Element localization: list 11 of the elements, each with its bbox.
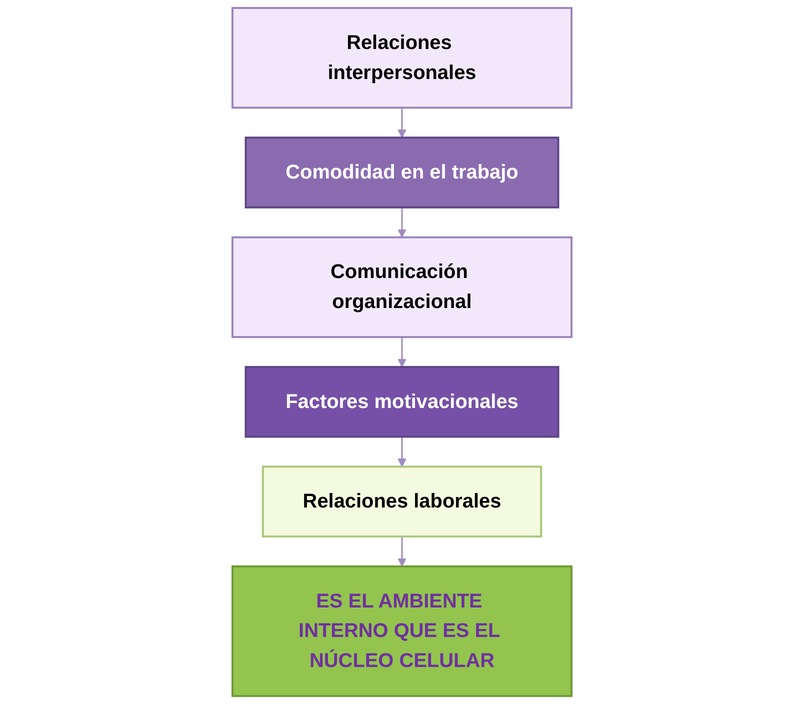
arrow (398, 207, 406, 238)
node-box: Relaciones laborales (262, 466, 542, 538)
node-box: Comodidad en el trabajo (244, 136, 560, 208)
node-box: Comunicación organizacional (231, 236, 573, 338)
arrow (398, 436, 406, 468)
arrow (398, 536, 406, 567)
arrow (398, 108, 406, 138)
node-box: ES EL AMBIENTE INTERNO QUE ES EL NÚCLEO CELULAR (231, 565, 573, 698)
arrow (398, 337, 406, 368)
node-box: Factores motivacionales (244, 366, 560, 438)
node-box: Relaciones interpersonales (231, 6, 573, 109)
